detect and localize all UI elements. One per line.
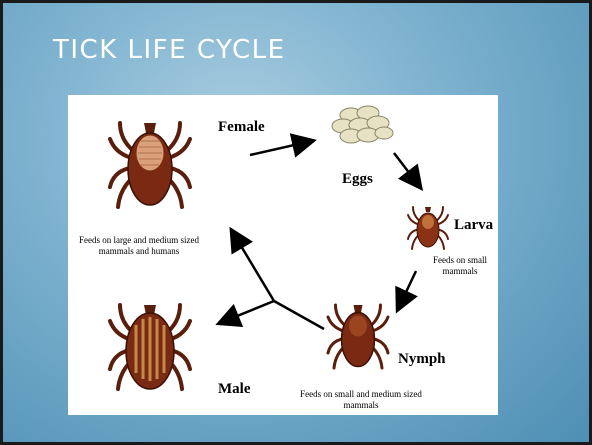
nymph-feeding-note: Feeds on small and medium sized mammals <box>296 389 426 411</box>
stage-label-eggs: Eggs <box>342 171 373 188</box>
eggs-illustration <box>332 106 393 143</box>
stage-label-larva: Larva <box>454 217 493 234</box>
slide: TICK LIFE CYCLE <box>3 3 589 442</box>
larva-feeding-note: Feeds on small mammals <box>430 255 490 277</box>
female-tick-illustration <box>110 123 190 207</box>
male-tick-illustration <box>110 305 190 389</box>
adult-feeding-note: Feeds on large and medium sized mammals … <box>74 235 204 257</box>
stage-label-female: Female <box>218 119 265 136</box>
nymph-tick-illustration <box>328 305 388 368</box>
slide-title: TICK LIFE CYCLE <box>53 35 286 65</box>
life-cycle-diagram: Female Eggs Larva Nymph Male Feeds on la… <box>68 95 498 415</box>
larva-tick-illustration <box>408 207 448 249</box>
stage-label-nymph: Nymph <box>398 351 446 368</box>
cycle-arrows <box>220 141 420 329</box>
stage-label-male: Male <box>218 381 250 398</box>
